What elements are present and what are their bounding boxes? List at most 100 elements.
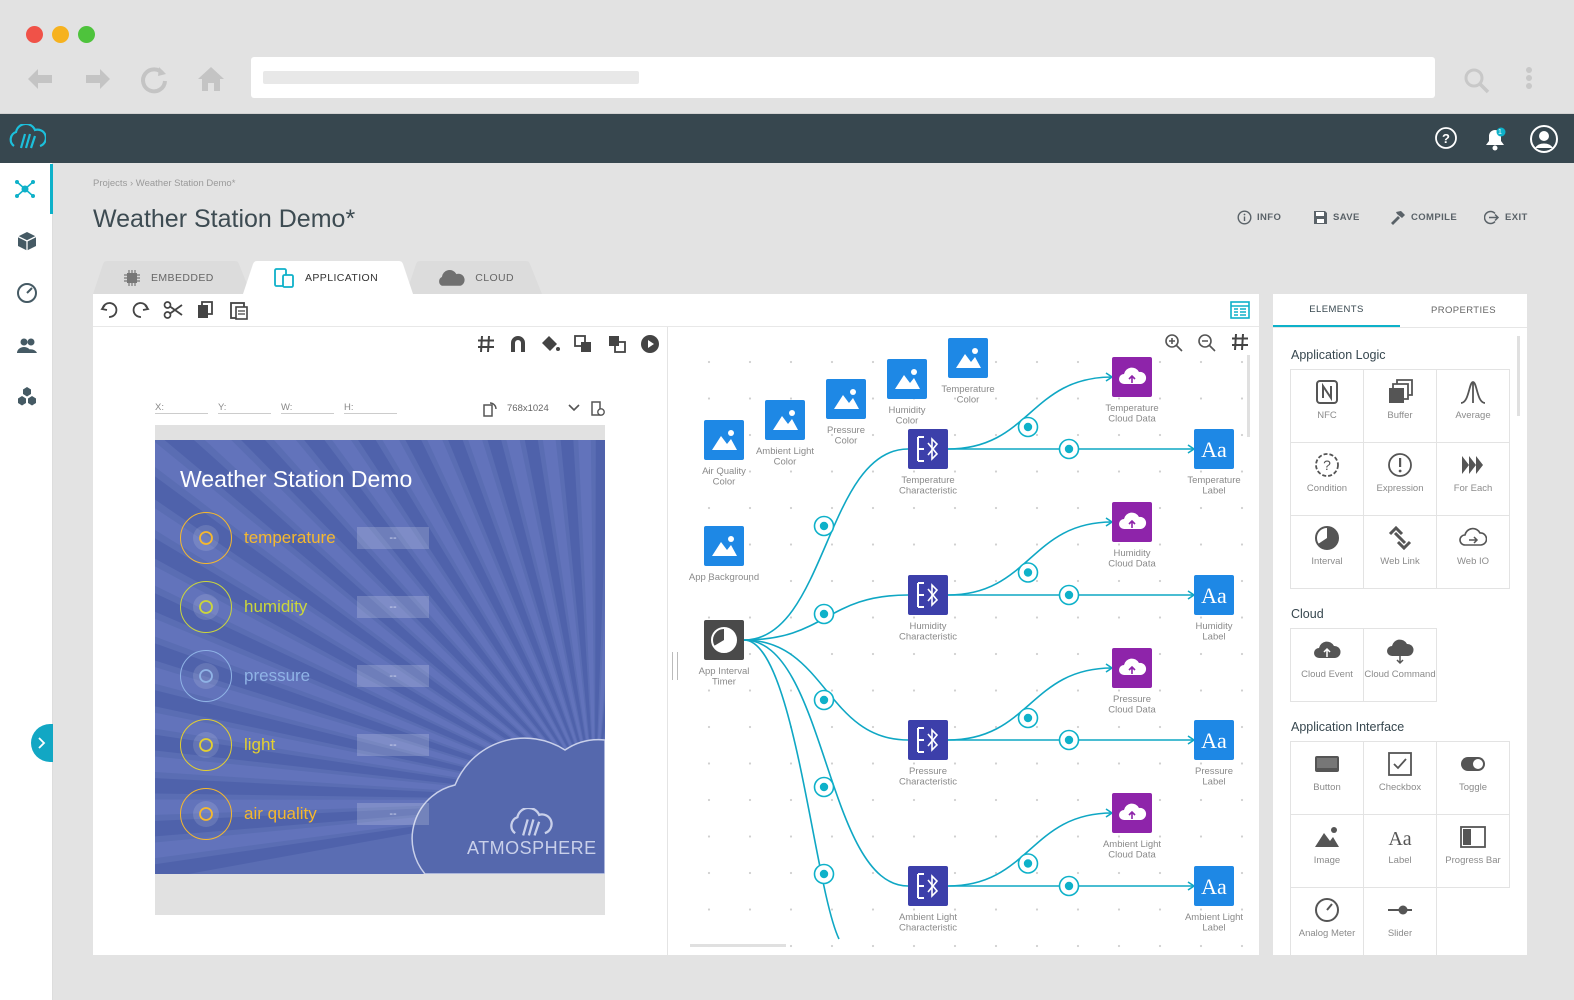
flow-grid-icon[interactable] bbox=[1230, 332, 1250, 352]
wire[interactable] bbox=[743, 639, 840, 940]
function-node-icon[interactable] bbox=[1017, 853, 1039, 874]
magnet-icon[interactable] bbox=[508, 334, 528, 354]
devices-nav-item[interactable] bbox=[0, 216, 53, 266]
atmosphere-logo-icon[interactable] bbox=[8, 124, 46, 152]
tab-embedded[interactable]: EMBEDDED bbox=[93, 261, 253, 294]
element-checkbox[interactable]: Checkbox bbox=[1364, 742, 1437, 815]
element-average[interactable]: Average bbox=[1437, 370, 1510, 443]
element-condition[interactable]: ?Condition bbox=[1291, 443, 1364, 516]
element-progress-bar[interactable]: Progress Bar bbox=[1437, 815, 1510, 888]
info-button[interactable]: INFO bbox=[1237, 210, 1281, 225]
tab-elements[interactable]: ELEMENTS bbox=[1273, 294, 1400, 327]
play-icon[interactable] bbox=[640, 334, 660, 354]
minimize-window-button[interactable] bbox=[52, 26, 69, 43]
help-icon[interactable]: ? bbox=[1434, 126, 1458, 150]
function-node-icon[interactable] bbox=[1058, 438, 1080, 460]
function-node-icon[interactable] bbox=[813, 863, 835, 885]
function-node-icon[interactable] bbox=[1058, 875, 1080, 897]
layout-view-icon[interactable] bbox=[1230, 300, 1250, 320]
sensor-value[interactable]: -- bbox=[357, 803, 429, 825]
chevron-down-icon[interactable] bbox=[568, 404, 580, 412]
grid-icon[interactable] bbox=[476, 334, 496, 354]
element-interval[interactable]: Interval bbox=[1291, 516, 1364, 589]
exit-button[interactable]: EXIT bbox=[1484, 210, 1528, 225]
bring-forward-icon[interactable] bbox=[573, 334, 593, 354]
save-button[interactable]: SAVE bbox=[1313, 210, 1360, 225]
function-node-icon[interactable] bbox=[813, 515, 835, 537]
function-node-icon[interactable] bbox=[1017, 562, 1039, 583]
function-node-icon[interactable] bbox=[1058, 584, 1080, 606]
tab-cloud[interactable]: CLOUD bbox=[406, 261, 544, 294]
function-node-icon[interactable] bbox=[813, 689, 835, 711]
sensor-value[interactable]: -- bbox=[357, 527, 429, 549]
element-analog-meter[interactable]: Analog Meter bbox=[1291, 888, 1364, 961]
search-icon[interactable] bbox=[1460, 64, 1494, 98]
flow-horizontal-scrollbar[interactable] bbox=[690, 944, 786, 947]
device-settings-icon[interactable] bbox=[590, 401, 606, 417]
notifications-icon[interactable] bbox=[1482, 126, 1508, 152]
wire[interactable] bbox=[947, 812, 1113, 887]
wire[interactable] bbox=[947, 667, 1113, 741]
user-avatar-icon[interactable] bbox=[1529, 124, 1559, 154]
wire[interactable] bbox=[743, 639, 909, 887]
zoom-in-icon[interactable] bbox=[1164, 333, 1184, 353]
flow-vertical-scrollbar[interactable] bbox=[1247, 355, 1250, 437]
fill-bucket-icon[interactable] bbox=[540, 334, 560, 354]
resolution-select[interactable]: 768x1024 bbox=[507, 403, 549, 414]
copy-icon[interactable] bbox=[196, 300, 216, 320]
function-node-icon[interactable] bbox=[1017, 416, 1039, 438]
tab-properties[interactable]: PROPERTIES bbox=[1430, 305, 1497, 316]
compile-button[interactable]: COMPILE bbox=[1389, 210, 1457, 225]
element-button[interactable]: Button bbox=[1291, 742, 1364, 815]
zoom-out-icon[interactable] bbox=[1197, 333, 1217, 353]
element-expression[interactable]: Expression bbox=[1364, 443, 1437, 516]
function-node-icon[interactable] bbox=[813, 776, 835, 798]
rotate-device-icon[interactable] bbox=[482, 401, 498, 417]
element-web-io[interactable]: Web IO bbox=[1437, 516, 1510, 589]
element-cloud-event[interactable]: Cloud Event bbox=[1291, 629, 1364, 702]
redo-icon[interactable] bbox=[130, 300, 150, 320]
element-buffer[interactable]: Buffer bbox=[1364, 370, 1437, 443]
panel-resize-handle[interactable] bbox=[672, 652, 678, 680]
element-toggle[interactable]: Toggle bbox=[1437, 742, 1510, 815]
element-web-link[interactable]: Web Link bbox=[1364, 516, 1437, 589]
address-bar[interactable] bbox=[251, 57, 1435, 98]
home-icon[interactable] bbox=[194, 62, 228, 96]
cut-icon[interactable] bbox=[163, 300, 183, 320]
function-node-icon[interactable] bbox=[1058, 729, 1080, 751]
back-icon[interactable] bbox=[24, 62, 58, 96]
undo-icon[interactable] bbox=[100, 300, 120, 320]
dashboard-nav-item[interactable] bbox=[0, 268, 53, 318]
expand-panel-button[interactable] bbox=[31, 724, 53, 762]
tab-application[interactable]: APPLICATION bbox=[243, 261, 415, 294]
y-field[interactable]: Y: bbox=[218, 402, 271, 414]
element-nfc[interactable]: NFC bbox=[1291, 370, 1364, 443]
modules-nav-item[interactable] bbox=[0, 372, 53, 422]
wire[interactable] bbox=[947, 521, 1113, 596]
element-slider[interactable]: Slider bbox=[1364, 888, 1437, 961]
sensor-value[interactable]: -- bbox=[357, 665, 429, 687]
maximize-window-button[interactable] bbox=[78, 26, 95, 43]
sidebar-scrollbar[interactable] bbox=[1517, 336, 1520, 416]
breadcrumb-projects-link[interactable]: Projects bbox=[93, 178, 128, 189]
h-field[interactable]: H: bbox=[344, 402, 397, 414]
element-image[interactable]: Image bbox=[1291, 815, 1364, 888]
flow-node-app-background[interactable]: App Background bbox=[689, 526, 759, 583]
wire[interactable] bbox=[743, 448, 909, 641]
function-node-icon[interactable] bbox=[1017, 707, 1039, 729]
reload-icon[interactable] bbox=[137, 62, 171, 96]
wire[interactable] bbox=[947, 376, 1113, 450]
